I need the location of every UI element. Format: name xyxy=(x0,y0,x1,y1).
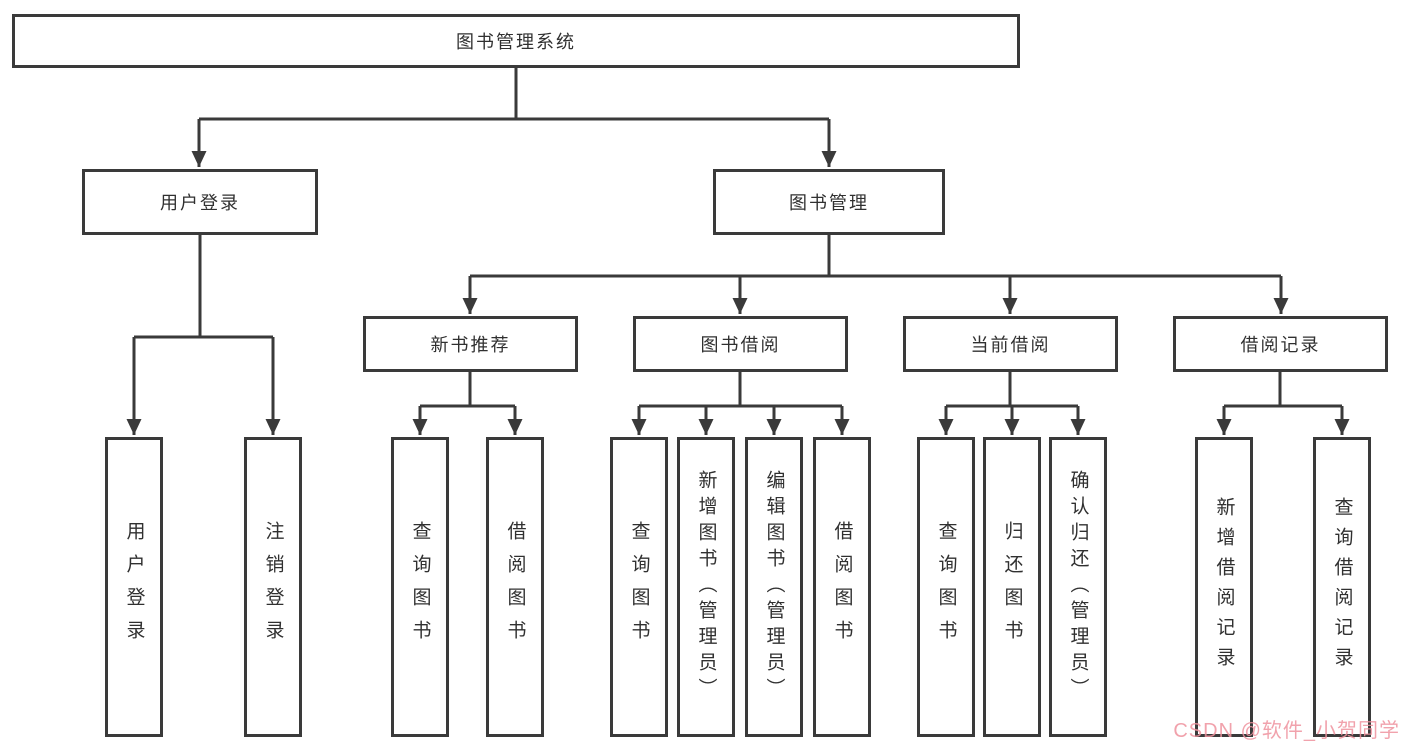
leaf-logout-label: 注销登录 xyxy=(262,521,284,653)
node-book-management-label: 图书管理 xyxy=(789,193,869,213)
leaf-query-books-2: 查询图书 xyxy=(610,437,668,737)
leaf-confirm-return-admin-label: 确认归还（管理员） xyxy=(1067,470,1089,704)
leaf-user-login-label: 用户登录 xyxy=(123,521,145,653)
leaf-query-books-3: 查询图书 xyxy=(917,437,975,737)
leaf-add-book-admin: 新增图书（管理员） xyxy=(677,437,735,737)
node-borrowing-records-label: 借阅记录 xyxy=(1240,335,1321,355)
node-root: 图书管理系统 xyxy=(12,14,1020,68)
leaf-query-borrow-record: 查询借阅记录 xyxy=(1313,437,1371,737)
node-root-label: 图书管理系统 xyxy=(456,32,576,52)
leaf-add-borrow-record-label: 新增借阅记录 xyxy=(1213,497,1235,677)
leaf-borrow-books-2-label: 借阅图书 xyxy=(831,521,853,653)
leaf-borrow-books-1-label: 借阅图书 xyxy=(504,521,526,653)
node-current-borrowing: 当前借阅 xyxy=(903,316,1118,372)
leaf-query-books-3-label: 查询图书 xyxy=(935,521,957,653)
node-new-book-recommendation: 新书推荐 xyxy=(363,316,578,372)
leaf-add-book-admin-label: 新增图书（管理员） xyxy=(695,470,717,704)
watermark: CSDN @软件_小贺同学 xyxy=(1173,720,1400,742)
node-user-login-label: 用户登录 xyxy=(160,193,240,213)
leaf-return-book-label: 归还图书 xyxy=(1001,521,1023,653)
node-book-management: 图书管理 xyxy=(713,169,945,235)
node-book-borrowing: 图书借阅 xyxy=(633,316,848,372)
leaf-return-book: 归还图书 xyxy=(983,437,1041,737)
leaf-query-borrow-record-label: 查询借阅记录 xyxy=(1331,497,1353,677)
leaf-edit-book-admin-label: 编辑图书（管理员） xyxy=(763,470,785,704)
leaf-logout: 注销登录 xyxy=(244,437,302,737)
node-current-borrowing-label: 当前借阅 xyxy=(970,335,1051,355)
leaf-edit-book-admin: 编辑图书（管理员） xyxy=(745,437,803,737)
node-user-login: 用户登录 xyxy=(82,169,318,235)
leaf-query-books-1-label: 查询图书 xyxy=(409,521,431,653)
node-new-book-recommendation-label: 新书推荐 xyxy=(430,335,511,355)
node-borrowing-records: 借阅记录 xyxy=(1173,316,1388,372)
leaf-user-login: 用户登录 xyxy=(105,437,163,737)
leaf-borrow-books-2: 借阅图书 xyxy=(813,437,871,737)
leaf-confirm-return-admin: 确认归还（管理员） xyxy=(1049,437,1107,737)
node-book-borrowing-label: 图书借阅 xyxy=(700,335,781,355)
leaf-add-borrow-record: 新增借阅记录 xyxy=(1195,437,1253,737)
leaf-borrow-books-1: 借阅图书 xyxy=(486,437,544,737)
leaf-query-books-2-label: 查询图书 xyxy=(628,521,650,653)
leaf-query-books-1: 查询图书 xyxy=(391,437,449,737)
